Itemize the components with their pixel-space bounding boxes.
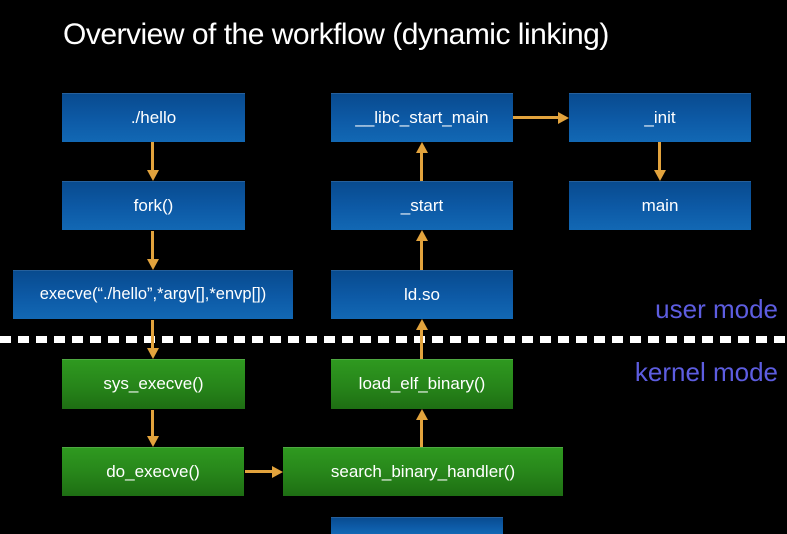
node-sys-execve: sys_execve() bbox=[62, 359, 245, 409]
arrow-fork-to-execve bbox=[151, 231, 154, 261]
arrow-sys-execve-to-do-execve bbox=[151, 410, 154, 438]
page-title: Overview of the workflow (dynamic linkin… bbox=[63, 18, 609, 51]
arrow-start-to-libc bbox=[420, 153, 423, 181]
node-init: _init bbox=[569, 93, 751, 142]
node-hello: ./hello bbox=[62, 93, 245, 142]
arrow-load-elf-to-ldso bbox=[420, 330, 423, 359]
node-execve: execve(“./hello”,*argv[],*envp[]) bbox=[13, 270, 293, 319]
node-fork: fork() bbox=[62, 181, 245, 230]
arrow-do-execve-to-search bbox=[245, 470, 273, 473]
arrow-hello-to-fork-head bbox=[147, 170, 159, 181]
arrow-start-to-libc-head bbox=[416, 142, 428, 153]
node-load-elf-binary: load_elf_binary() bbox=[331, 359, 513, 409]
user-mode-label: user mode bbox=[655, 294, 778, 324]
arrow-load-elf-to-ldso-head bbox=[416, 319, 428, 330]
arrow-execve-to-sys-execve bbox=[151, 320, 154, 350]
arrow-init-to-main-head bbox=[654, 170, 666, 181]
arrow-libc-to-init bbox=[513, 116, 559, 119]
user-kernel-divider bbox=[0, 336, 787, 343]
node-libc-start-main: __libc_start_main bbox=[331, 93, 513, 142]
arrow-search-to-load-elf bbox=[420, 419, 423, 447]
node-ldso: ld.so bbox=[331, 270, 513, 319]
node-search-binary-handler: search_binary_handler() bbox=[283, 447, 563, 496]
arrow-hello-to-fork bbox=[151, 142, 154, 172]
arrow-execve-to-sys-execve-head bbox=[147, 348, 159, 359]
arrow-fork-to-execve-head bbox=[147, 259, 159, 270]
node-do-execve: do_execve() bbox=[62, 447, 244, 496]
arrow-ldso-to-start bbox=[420, 241, 423, 270]
arrow-sys-execve-to-do-execve-head bbox=[147, 436, 159, 447]
arrow-ldso-to-start-head bbox=[416, 230, 428, 241]
node-main: main bbox=[569, 181, 751, 230]
kernel-mode-label: kernel mode bbox=[634, 357, 778, 387]
node-start: _start bbox=[331, 181, 513, 230]
partial-box-bottom bbox=[331, 517, 503, 534]
arrow-search-to-load-elf-head bbox=[416, 409, 428, 420]
arrow-libc-to-init-head bbox=[558, 112, 569, 124]
arrow-init-to-main bbox=[658, 142, 661, 172]
arrow-do-execve-to-search-head bbox=[272, 466, 283, 478]
